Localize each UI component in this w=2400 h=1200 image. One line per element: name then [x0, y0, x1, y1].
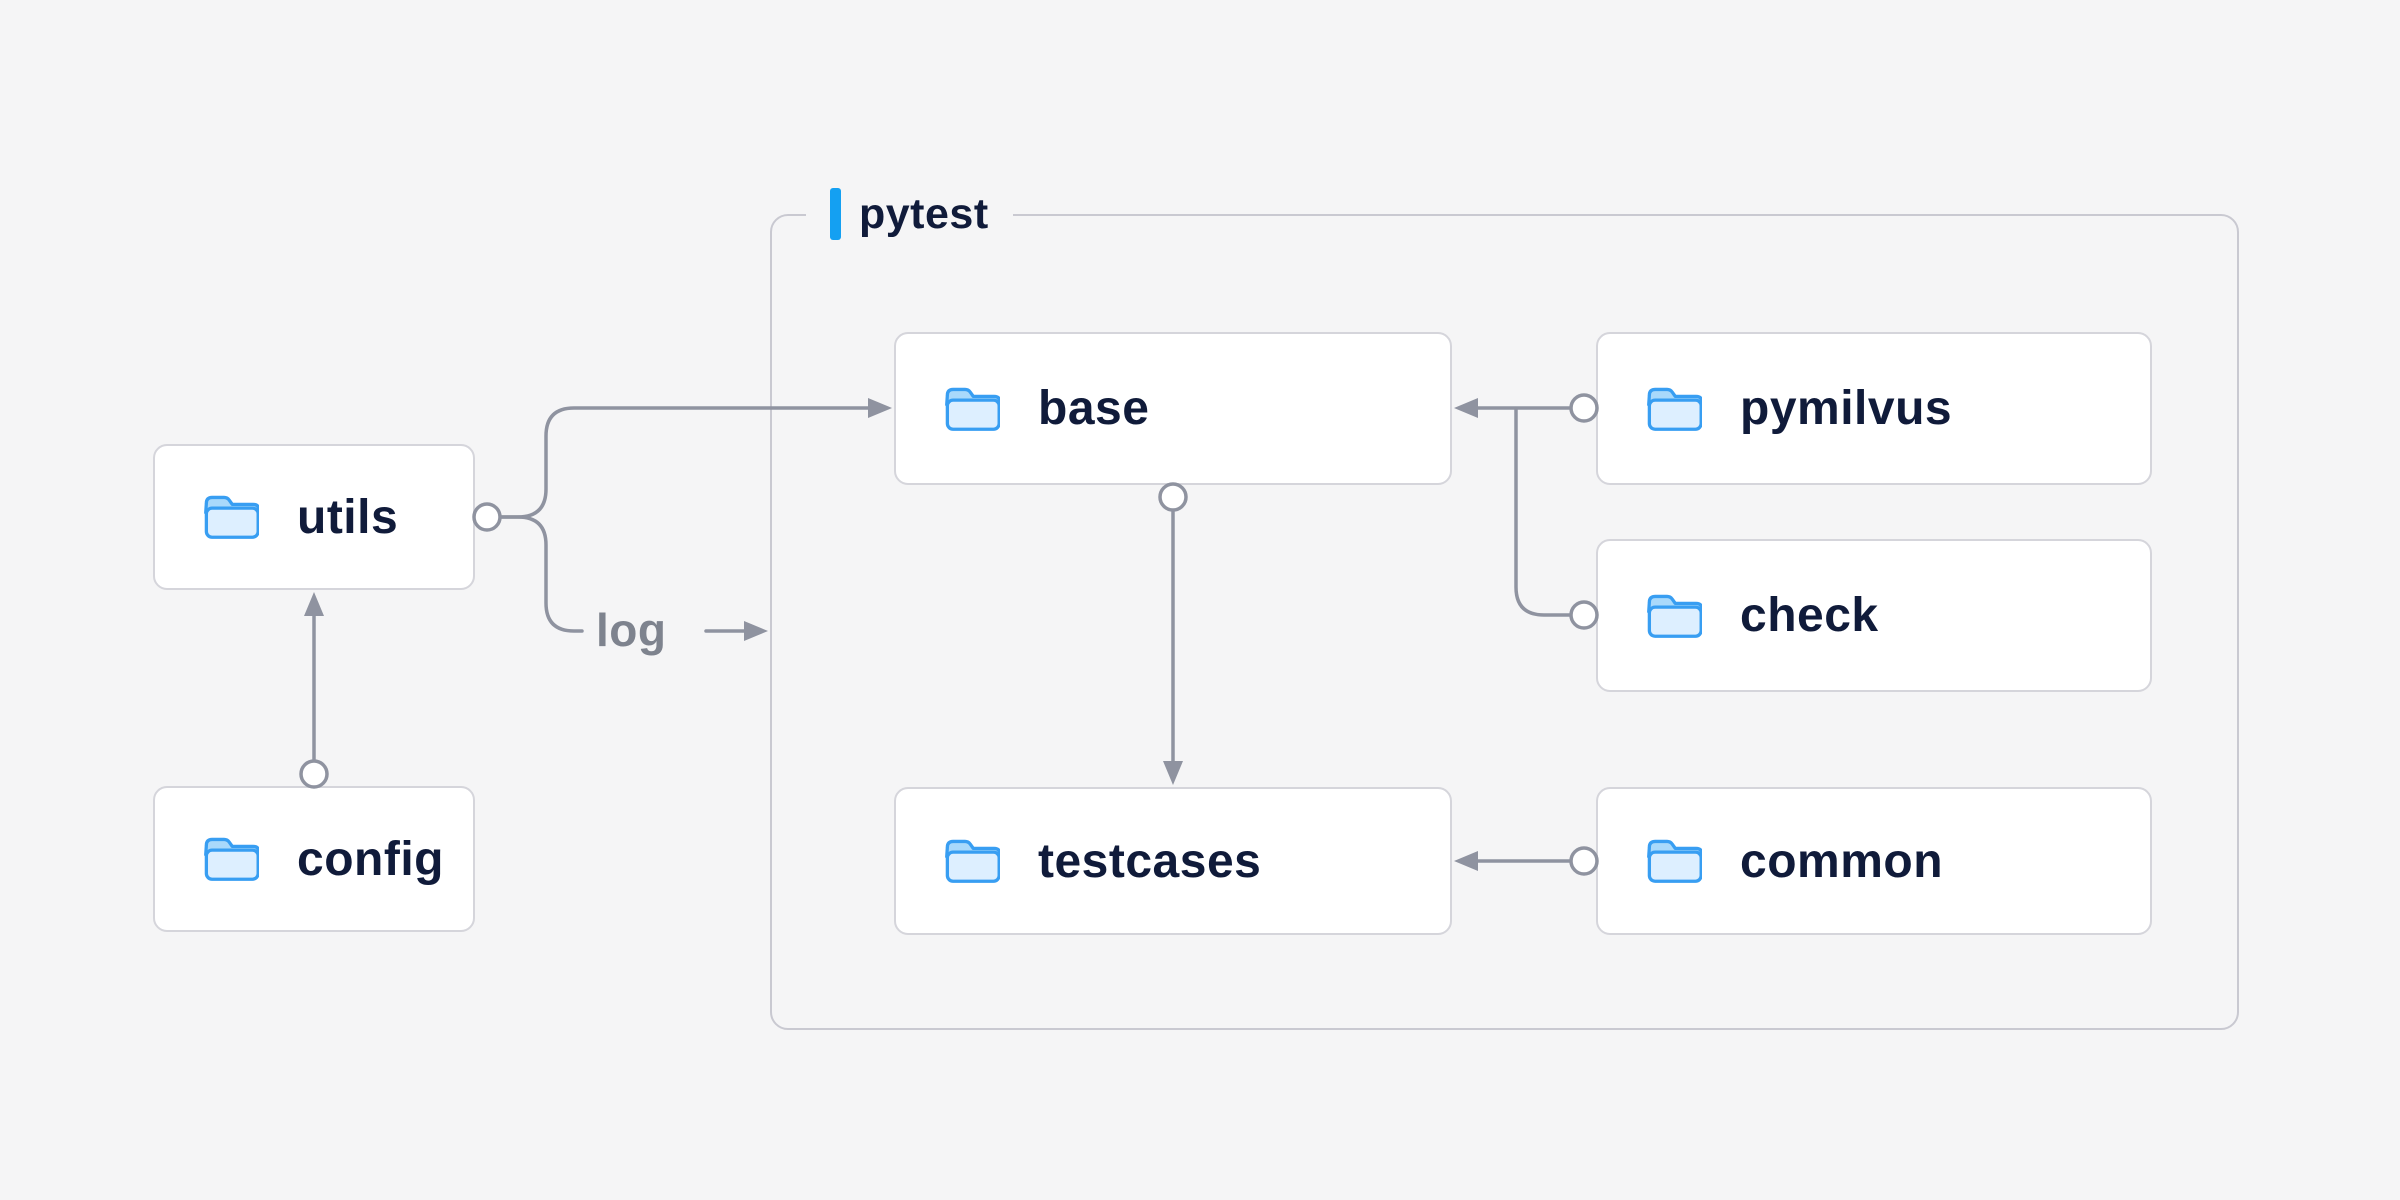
folder-icon	[204, 837, 259, 881]
arrowhead-log-into-group	[744, 621, 768, 641]
port-config-top	[299, 759, 329, 789]
arrowhead-into-utils-bottom	[304, 592, 324, 616]
node-label: check	[1740, 589, 1879, 642]
pytest-group-box	[770, 214, 2239, 1030]
node-label: base	[1038, 382, 1150, 435]
folder-icon	[204, 495, 259, 539]
node-label: pymilvus	[1740, 382, 1953, 435]
node-testcases: testcases	[894, 787, 1452, 935]
pytest-group-label: pytest	[806, 188, 1013, 240]
node-label: common	[1740, 834, 1944, 888]
node-common: common	[1596, 787, 2152, 935]
node-check: check	[1596, 539, 2152, 692]
port-utils-right	[472, 502, 502, 532]
node-pymilvus: pymilvus	[1596, 332, 2152, 485]
node-config: config	[153, 786, 475, 932]
accent-bar	[830, 188, 841, 240]
node-label: config	[297, 832, 444, 886]
edge-label-log: log	[596, 603, 667, 656]
node-label: testcases	[1038, 834, 1262, 888]
edge-utils-log	[498, 515, 584, 633]
folder-icon	[1647, 594, 1702, 638]
folder-icon	[1647, 839, 1702, 883]
folder-icon	[1647, 387, 1702, 431]
group-title: pytest	[859, 189, 989, 238]
node-base: base	[894, 332, 1452, 485]
node-label: utils	[297, 490, 399, 544]
folder-icon	[945, 387, 1000, 431]
node-utils: utils	[153, 444, 475, 590]
folder-icon	[945, 839, 1000, 883]
